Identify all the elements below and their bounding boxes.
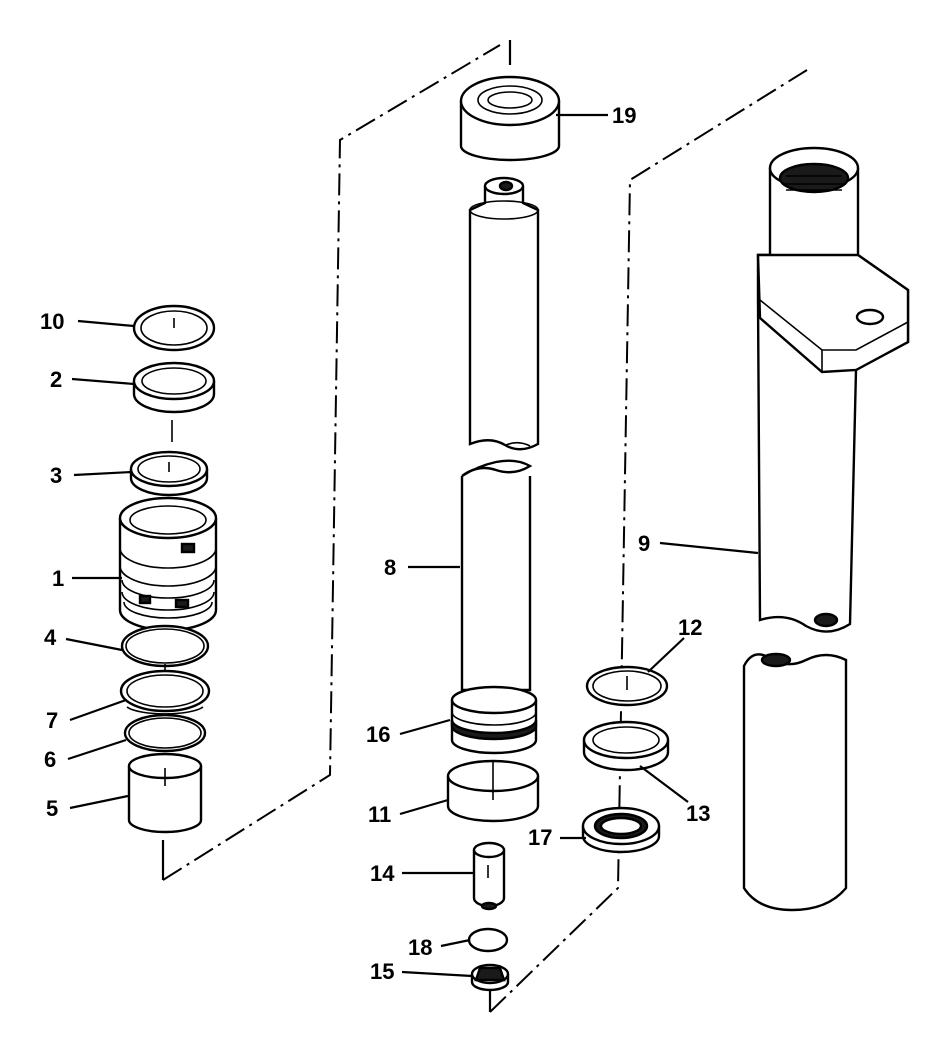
part-16-piston bbox=[450, 685, 538, 755]
part-15-plug bbox=[470, 963, 510, 992]
label-part-12: 12 bbox=[678, 615, 702, 640]
part-9-cylinder-barrel-upper bbox=[756, 146, 910, 633]
label-part-2: 2 bbox=[50, 367, 62, 392]
label-part-6: 6 bbox=[44, 747, 56, 772]
label-part-8: 8 bbox=[384, 555, 396, 580]
label-part-15: 15 bbox=[370, 959, 394, 984]
part-11-wear-ring bbox=[446, 759, 540, 823]
part-12-o-ring bbox=[585, 665, 669, 707]
part-4-o-ring bbox=[120, 624, 210, 668]
part-18-ball bbox=[467, 927, 509, 953]
part-10-snap-ring bbox=[132, 304, 216, 352]
leader-lines bbox=[65, 113, 759, 978]
label-part-7: 7 bbox=[46, 708, 58, 733]
left-stack bbox=[118, 304, 218, 834]
label-part-19: 19 bbox=[612, 103, 636, 128]
part-1-gland-head bbox=[118, 496, 218, 632]
label-part-17: 17 bbox=[528, 825, 552, 850]
part-5-bushing bbox=[127, 752, 203, 834]
assembly-centerlines bbox=[161, 40, 808, 1013]
label-part-13: 13 bbox=[686, 801, 710, 826]
part-6-o-ring bbox=[123, 713, 207, 753]
label-part-3: 3 bbox=[50, 463, 62, 488]
label-part-11: 11 bbox=[368, 802, 391, 827]
center-stack bbox=[446, 75, 561, 992]
label-part-16: 16 bbox=[366, 722, 390, 747]
part-14-plunger bbox=[472, 841, 506, 911]
part-8-piston-rod-upper bbox=[468, 176, 540, 451]
part-13-ring bbox=[582, 720, 670, 772]
part-17-nut bbox=[581, 806, 661, 854]
part-9-cylinder-barrel-lower bbox=[742, 652, 848, 912]
label-part-9: 9 bbox=[638, 531, 650, 556]
right-stack bbox=[581, 146, 910, 912]
part-19-wiper bbox=[459, 75, 561, 162]
label-part-18: 18 bbox=[408, 935, 432, 960]
part-number-labels: 10 2 3 1 4 7 6 5 8 16 11 14 18 15 19 9 1… bbox=[40, 103, 710, 984]
label-part-4: 4 bbox=[44, 625, 57, 650]
label-part-1: 1 bbox=[52, 566, 64, 591]
part-2-seal bbox=[132, 361, 216, 414]
label-part-14: 14 bbox=[370, 861, 395, 886]
part-7-backup-ring bbox=[119, 669, 211, 715]
label-part-10: 10 bbox=[40, 309, 64, 334]
part-8-piston-rod-lower bbox=[460, 459, 533, 692]
label-part-5: 5 bbox=[46, 796, 58, 821]
part-3-ring bbox=[129, 450, 209, 497]
